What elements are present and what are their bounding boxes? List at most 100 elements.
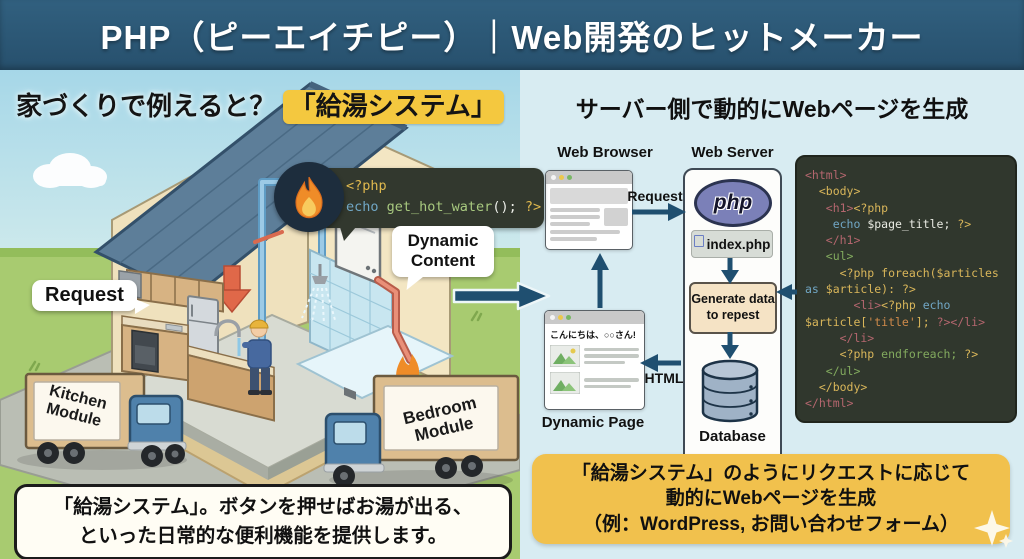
- shower-tile-wall: [309, 248, 393, 382]
- wheel: [435, 457, 457, 479]
- shower-head: [312, 276, 328, 284]
- sparkle-icon: [974, 510, 1013, 548]
- dynamic-content-callout: Dynamic Content: [392, 226, 494, 277]
- truck-label-line2: Module: [413, 413, 475, 445]
- wheel: [37, 442, 59, 464]
- truck-cab: [324, 412, 382, 472]
- sand-pad: [92, 313, 448, 497]
- code-php-open: <?php: [346, 178, 387, 194]
- oven: [131, 329, 159, 373]
- hard-hat: [249, 319, 269, 329]
- truck-label-line1: Bedroom: [401, 393, 478, 428]
- leg: [261, 368, 270, 392]
- web-browser-window: [545, 170, 633, 250]
- request-arrow-label: Request: [627, 188, 683, 204]
- index-php-file: index.php: [691, 230, 773, 258]
- window-dot: [558, 315, 563, 320]
- article-thumbnail: [550, 372, 580, 394]
- index-php-label: index.php: [706, 236, 771, 252]
- php-logo-text: php: [713, 191, 753, 214]
- server-flow-panel: サーバー側で動的にWebページを生成 Web Browser Web Serve…: [520, 70, 1024, 559]
- shower-spray: [301, 287, 336, 325]
- right-panel-title: サーバー側で動的にWebページを生成: [575, 96, 969, 122]
- generate-line2: to repest: [706, 308, 760, 322]
- flame: [396, 354, 420, 390]
- dynamic-page-label: Dynamic Page: [541, 414, 645, 431]
- left-panel-title: 家づくりで例えると？ 「給湯システム」: [0, 86, 520, 124]
- dynamic-content-line2: Content: [410, 251, 476, 271]
- cloud: [33, 153, 107, 188]
- kitchen-module-truck: Kitchen Module: [17, 372, 187, 470]
- tile-grid: [309, 259, 393, 370]
- jacket: [247, 339, 272, 369]
- foundation-left: [120, 388, 268, 480]
- lower-cabinets: [121, 315, 189, 382]
- flame-badge: [274, 162, 344, 232]
- web-server-label: Web Server: [691, 144, 774, 161]
- dynamic-page-titlebar: [545, 311, 644, 324]
- window-dot: [559, 175, 564, 180]
- left-title-plain: 家づくりで例えると？: [16, 91, 276, 121]
- web-browser-label: Web Browser: [557, 144, 653, 161]
- foundation-right: [268, 385, 430, 480]
- truck-label-line1: Kitchen: [48, 382, 109, 413]
- left-summary-note: 「給湯システム」。ボタンを押せばお湯が出る、 といった日常的な便利機能を提供しま…: [14, 484, 512, 559]
- container-label-panel: [33, 381, 121, 441]
- wheel: [63, 442, 85, 464]
- head: [250, 320, 268, 338]
- house-left-wall: [111, 110, 309, 392]
- cargo-container: [24, 372, 146, 450]
- window-dot: [566, 315, 571, 320]
- php-source-code-block: <html> <body> <h1><?php echo $page_title…: [795, 155, 1017, 423]
- right-note-line1: 「給湯システム」のようにリクエストに応じて: [571, 463, 971, 485]
- arm: [242, 342, 252, 348]
- request-callout-label: Request: [45, 284, 124, 306]
- windshield: [333, 421, 367, 445]
- header-bar: PHP（ピーエイチピー）｜Web開発のヒットメーカー: [0, 0, 1024, 70]
- code-fn-tail: ();: [492, 198, 525, 215]
- php-file-icon: [693, 235, 704, 247]
- dynamic-page-greeting: こんにちは、○○さん!: [550, 330, 636, 340]
- truck-cab: [128, 394, 184, 450]
- code-fn: get_hot_water: [386, 198, 493, 215]
- sink: [165, 323, 183, 333]
- browser-titlebar: [546, 171, 632, 184]
- wheel: [165, 444, 185, 464]
- island-faucet: [214, 319, 241, 337]
- right-summary-note: 「給湯システム」のようにリクエストに応じて 動的にWebページを生成 （例：Wo…: [532, 454, 1013, 548]
- dynamic-content-line1: Dynamic: [407, 231, 479, 250]
- left-note-line2: といった日常的な便利機能を提供します。: [78, 525, 448, 547]
- generate-data-box: Generate data to repest: [689, 282, 777, 334]
- web-server-box: php index.php Generate data to repest Da…: [683, 168, 782, 472]
- code-echo: echo: [346, 198, 387, 215]
- wheel: [141, 445, 163, 467]
- window-dot: [550, 315, 555, 320]
- house-floor: [117, 313, 433, 470]
- worker-person: [242, 319, 272, 395]
- dynamic-page-window: こんにちは、○○さん!: [544, 310, 645, 410]
- right-note-line2: 動的にWebページを生成: [665, 488, 877, 510]
- windshield: [136, 403, 171, 425]
- wheel: [461, 455, 483, 477]
- island-counter: [187, 319, 275, 422]
- cargo-container: [372, 374, 520, 462]
- generate-line1: Generate data: [691, 292, 775, 307]
- bedroom-module-truck: Bedroom Module: [323, 374, 520, 490]
- fridge: [187, 295, 219, 359]
- flame-icon: [295, 176, 323, 219]
- browser-content: [546, 184, 632, 245]
- shower-tray: [295, 324, 455, 400]
- php-logo: php: [694, 179, 772, 227]
- article-thumbnail: [550, 345, 580, 367]
- hot-pipe: [374, 276, 420, 392]
- red-down-arrow: [212, 265, 252, 314]
- request-callout: Request: [32, 280, 150, 314]
- truck-label-line2: Module: [45, 400, 104, 430]
- code-php-close: ?>: [524, 198, 542, 215]
- dynamic-page-content: こんにちは、○○さん!: [545, 324, 644, 398]
- window-dot: [567, 175, 572, 180]
- page-title: PHP（ピーエイチピー）｜Web開発のヒットメーカー: [100, 19, 924, 56]
- php-code-bubble: <?php echo get_hot_water(); ?>: [318, 168, 544, 241]
- container-label-panel: [383, 385, 499, 451]
- left-title-highlight: 「給湯システム」: [282, 90, 504, 124]
